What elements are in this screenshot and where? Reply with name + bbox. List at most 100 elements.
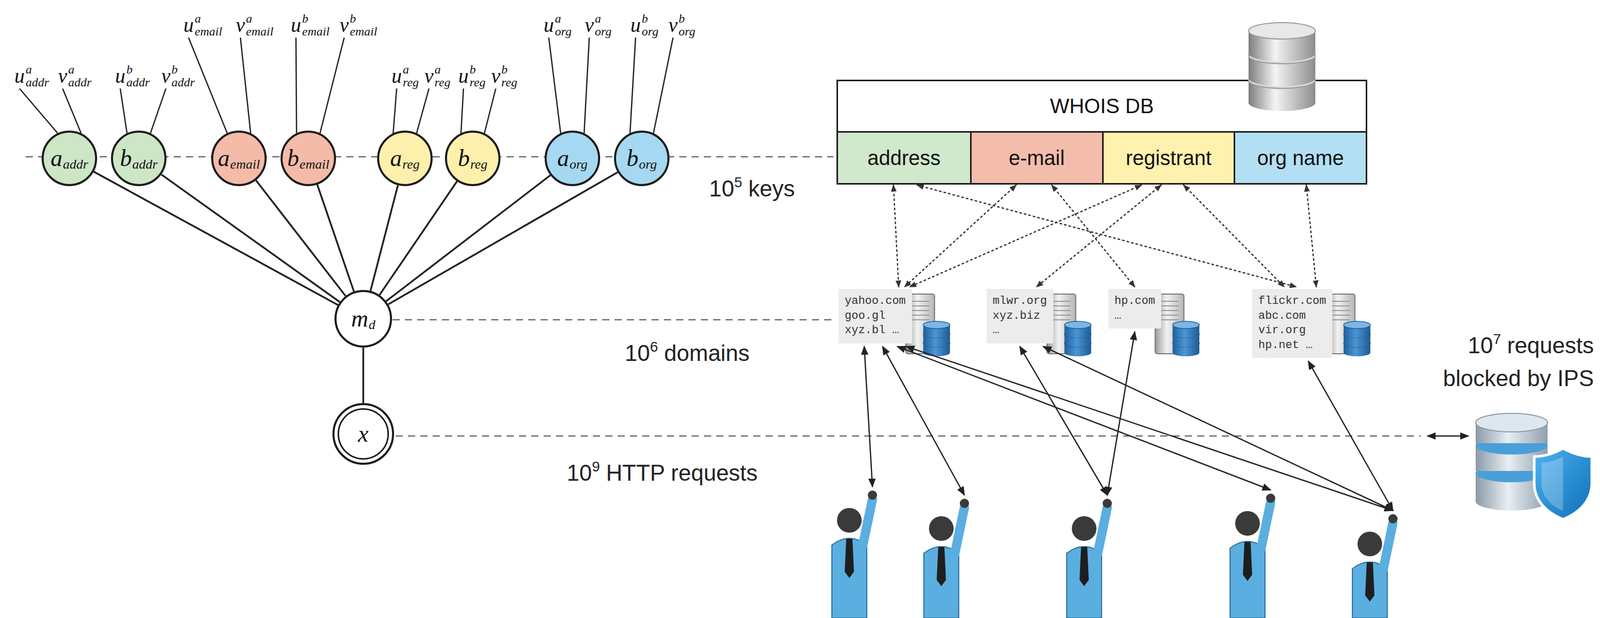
user-arm xyxy=(1097,507,1108,554)
request-arrow xyxy=(1107,331,1136,495)
parameter-subscript: reg xyxy=(402,76,419,89)
dependency-line xyxy=(317,184,355,292)
parameter-superscript: b xyxy=(349,12,378,26)
count-base: 10 xyxy=(1467,332,1494,358)
server-disk xyxy=(1172,339,1200,347)
table-title: WHOIS DB xyxy=(1049,94,1154,118)
leader-line xyxy=(19,88,58,134)
record-link-arrow xyxy=(1306,184,1316,287)
db-disk xyxy=(1248,45,1316,62)
server-disk-top xyxy=(1343,339,1371,347)
count-exponent: 5 xyxy=(734,174,743,191)
variable-subscript: org xyxy=(569,157,588,172)
index-stack: bemail xyxy=(302,12,330,39)
server-disk-top xyxy=(923,339,951,347)
server-slot xyxy=(1331,300,1350,302)
variable-subscript: email xyxy=(299,157,330,172)
parameter-name: u xyxy=(458,64,469,88)
ips-double-arrow xyxy=(1427,435,1469,437)
leader-line xyxy=(584,37,590,134)
parameter-superscript: b xyxy=(678,12,696,26)
variable-subscript: d xyxy=(368,318,376,332)
request-arrow xyxy=(897,346,1271,490)
count-base: 10 xyxy=(709,175,735,201)
parameter-subscript: email xyxy=(194,25,222,39)
domain-list-box: flickr.com abc.com vir.org hp.net … xyxy=(1252,288,1333,358)
parameter-subscript: addr xyxy=(68,76,92,89)
variable-name: b xyxy=(626,146,639,171)
user-arm xyxy=(954,507,965,554)
cell-text: org name xyxy=(1257,146,1345,170)
count-base: 10 xyxy=(624,340,650,366)
variable-name: a xyxy=(556,146,569,171)
index-stack: borg xyxy=(641,12,659,39)
count-exponent: 7 xyxy=(1493,330,1502,347)
server-icon xyxy=(1326,293,1371,357)
variable-name: b xyxy=(287,146,300,171)
server-disk xyxy=(1064,348,1092,357)
server-disk xyxy=(1343,348,1371,357)
parameter-name: u xyxy=(115,64,126,88)
db-disk xyxy=(1248,69,1316,87)
server-slot xyxy=(910,309,930,311)
variable-circle: breg xyxy=(444,130,501,186)
count-text: keys xyxy=(748,175,795,201)
variable-subscript: org xyxy=(638,157,657,172)
variable-name: a xyxy=(50,146,63,171)
server-slot xyxy=(1331,309,1350,311)
parameter-name: u xyxy=(290,13,302,37)
domain-list-box: mlwr.org xyz.biz … xyxy=(986,288,1054,344)
parameter-label: vareg xyxy=(424,63,451,89)
parameter-subscript: addr xyxy=(171,76,195,89)
parameter-name: u xyxy=(543,13,554,37)
server-slot xyxy=(910,319,930,321)
count-text: HTTP requests xyxy=(606,459,758,486)
ips-disk-top xyxy=(1475,413,1548,432)
parameter-superscript: a xyxy=(434,63,451,77)
server-disk-top xyxy=(1172,330,1200,338)
server-disk xyxy=(923,330,951,338)
parameter-label: ubemail xyxy=(290,12,330,39)
domains-level-line xyxy=(392,319,834,321)
domain-list: flickr.com abc.com vir.org hp.net … xyxy=(1258,293,1327,353)
user-head xyxy=(1357,531,1383,556)
user-arm xyxy=(1260,501,1271,549)
ips-icon xyxy=(1475,413,1592,519)
variable-subscript: reg xyxy=(470,157,488,172)
parameter-label: uborg xyxy=(630,12,659,39)
count-text: requests blocked by IPS xyxy=(1443,332,1595,391)
parameter-subscript: email xyxy=(246,25,274,39)
server-disk xyxy=(1172,330,1200,338)
dependency-line xyxy=(161,174,340,302)
leader-line xyxy=(629,37,636,134)
parameter-label: uaorg xyxy=(543,12,572,39)
index-stack: baddr xyxy=(126,63,150,89)
user-figure xyxy=(831,490,878,618)
ips-shield-highlight xyxy=(1541,456,1564,511)
dependency-line xyxy=(385,175,551,302)
server-disk-top xyxy=(1172,321,1200,329)
variable-circle: aaddr xyxy=(41,130,98,186)
leader-line xyxy=(120,88,127,134)
server-slot xyxy=(1331,319,1350,321)
domain-list: mlwr.org xyz.biz … xyxy=(992,293,1048,339)
server-slot xyxy=(1160,319,1179,321)
cell-text: registrant xyxy=(1125,146,1212,170)
count-exponent: 9 xyxy=(591,458,601,475)
parameter-superscript: a xyxy=(594,12,612,26)
parameter-subscript: addr xyxy=(25,76,49,89)
server-disk-top xyxy=(1343,330,1371,338)
parameter-label: uaaddr xyxy=(14,63,49,89)
parameter-subscript: email xyxy=(302,25,330,39)
user-head xyxy=(1235,510,1260,536)
parameter-label: vbaddr xyxy=(161,63,195,89)
parameter-superscript: b xyxy=(501,63,518,77)
leader-line xyxy=(240,37,251,134)
user-figure xyxy=(1230,493,1276,618)
record-link-arrow xyxy=(1183,184,1285,287)
parameter-superscript: a xyxy=(194,12,222,26)
index-stack: borg xyxy=(678,12,696,39)
user-tie xyxy=(936,546,946,586)
index-stack: areg xyxy=(402,63,419,89)
